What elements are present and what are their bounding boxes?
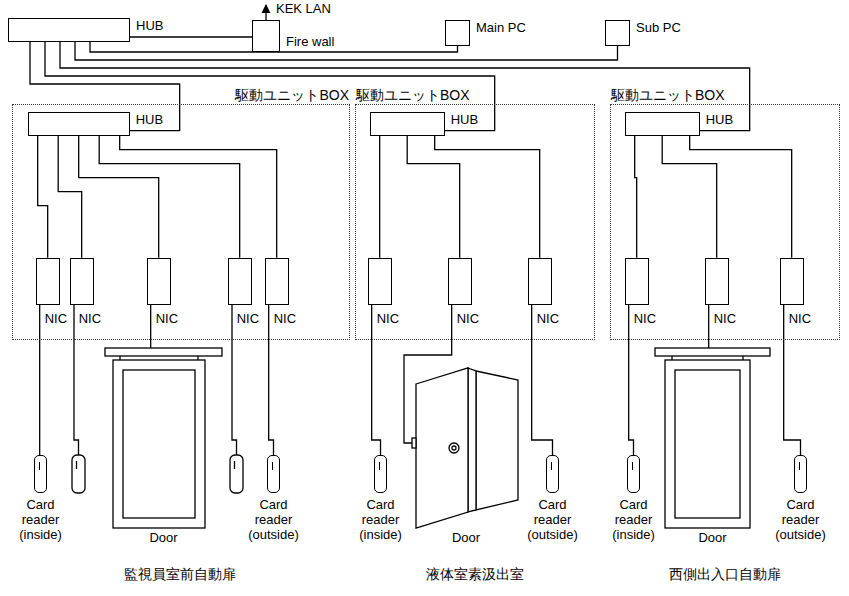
lan-cable [435,136,540,258]
nic-box: NIC [368,258,392,305]
node-text: NIC [457,311,479,326]
lan-cable [130,36,252,37]
node-text: Card reader (inside) [359,497,402,542]
node-text: NIC [237,311,259,326]
open-door [412,368,518,528]
hub-box: HUB [625,112,700,136]
drive-unit-box: 駆動ユニットBOXHUBNICNICNIC [610,104,840,340]
node-text: NIC [714,311,736,326]
node-text: Card reader (inside) [19,497,62,542]
lan-cable [269,305,274,455]
lan-cable [690,136,792,258]
lan-cable [662,136,717,258]
lan-cable [99,136,240,258]
card-reader: Card reader (outside) [267,455,280,493]
card-reader: Card reader (inside) [374,455,387,493]
door: Door [412,368,520,528]
node-text: HUB [136,112,163,127]
node-text: NIC [45,311,67,326]
door: Door [105,348,222,528]
lan-cable [404,305,452,443]
drive-unit-box: 駆動ユニットBOXHUBNICNICNICNICNIC [12,104,350,340]
node-text: 駆動ユニットBOX [356,88,470,103]
automatic-door [655,348,770,528]
node-text: NIC [377,311,399,326]
card-reader: Card reader (outside) [546,455,559,493]
node-text: Door [698,530,726,545]
node-text: NIC [156,311,178,326]
node-text: NIC [537,311,559,326]
lan-cable [120,136,277,258]
node-text: Main PC [476,20,526,35]
lan-cable [407,136,460,258]
lan-cable [79,136,159,258]
location-caption: 液体室素汲出室 [426,566,524,582]
node-text: 駆動ユニットBOX [611,88,725,103]
nic-box: NIC [705,258,729,305]
node-text: Door [452,530,480,545]
node-text: Sub PC [636,20,681,35]
nic-box: NIC [625,258,649,305]
node-text: NIC [274,311,296,326]
pc-box: Sub PC [605,20,630,46]
network-label: KEK LAN [276,1,331,17]
card-reader [230,305,243,493]
lan-cable [635,136,637,258]
lan-cable [708,305,709,348]
node-text: Card reader (inside) [612,497,655,542]
node-text: Fire wall [286,34,334,49]
firewall-box: Fire wall [252,20,280,52]
lan-cable [532,305,553,455]
hub-box: HUB [8,18,130,42]
pc-box: Main PC [445,20,470,46]
nic-box: NIC [36,258,60,305]
node-text: NIC [789,311,811,326]
nic-box: NIC [448,258,472,305]
hub-box: HUB [28,112,130,136]
node-text: Card reader (outside) [775,497,826,542]
uplink-arrow [265,5,266,20]
nic-box: NIC [528,258,552,305]
node-text: HUB [706,112,733,127]
nic-box: NIC [70,258,94,305]
lan-cable [38,136,48,258]
drive-unit-box: 駆動ユニットBOXHUBNICNICNIC [355,104,595,340]
node-text: HUB [451,112,478,127]
card-reader: Card reader (inside) [34,455,47,493]
door: Door [655,348,770,528]
node-text: NIC [634,311,656,326]
lan-cable [372,305,381,455]
nic-box: NIC [265,258,289,305]
node-text: 駆動ユニットBOX [235,88,349,103]
automatic-door [105,348,222,528]
lan-cable [784,305,801,455]
node-text: Door [149,530,177,545]
location-caption: 監視員室前自動扉 [124,566,236,582]
nic-box: NIC [147,258,171,305]
nic-box: NIC [228,258,252,305]
lan-cable [379,136,380,258]
lan-cable [629,305,634,455]
nic-box: NIC [780,258,804,305]
node-text: HUB [136,18,163,33]
node-text: Card reader (outside) [248,497,299,542]
card-reader [72,305,85,493]
card-reader: Card reader (outside) [794,455,807,493]
lan-cable [150,305,151,348]
lan-cable [75,42,618,60]
node-text: NIC [79,311,101,326]
card-reader: Card reader (inside) [627,455,640,493]
lan-cable [39,305,40,455]
node-text: Card reader (outside) [527,497,578,542]
location-caption: 西側出入口自動扉 [669,566,781,582]
hub-box: HUB [370,112,445,136]
